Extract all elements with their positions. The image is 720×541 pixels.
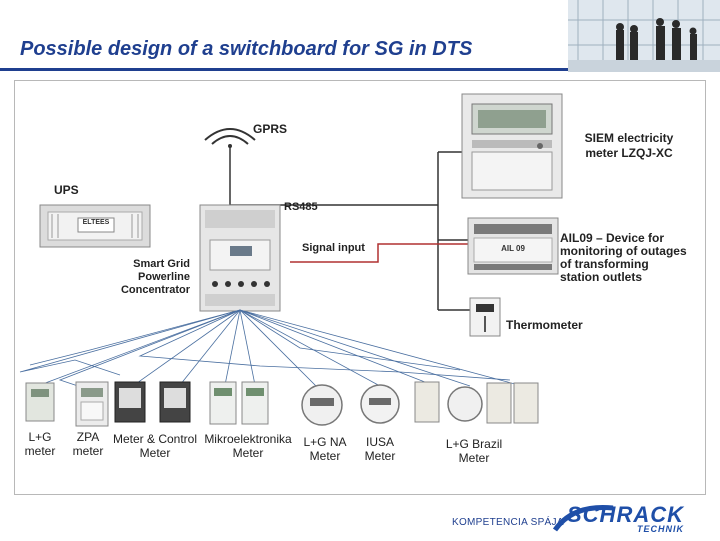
thermometer-label: Thermometer xyxy=(506,318,583,332)
schrack-logo: SCHRACK TECHNIK xyxy=(552,500,703,536)
meter-zpa xyxy=(75,381,109,427)
ups-label: UPS xyxy=(54,183,79,197)
concentrator-label: Smart Grid Powerline Concentrator xyxy=(120,258,190,296)
ail09-label: AIL09 – Device for monitoring of outages… xyxy=(560,231,687,284)
antenna-icon xyxy=(204,128,256,205)
footer-slogan: KOMPETENCIA SPÁJA xyxy=(452,517,564,528)
gprs-label: GPRS xyxy=(253,122,288,136)
meter-control xyxy=(114,381,191,423)
siem-meter-device xyxy=(461,93,563,199)
page-title: Possible design of a switchboard for SG … xyxy=(20,38,473,60)
meter-lg xyxy=(25,382,55,422)
brand-sub: TECHNIK xyxy=(637,524,684,534)
header-photo xyxy=(568,0,720,72)
meter-iusa xyxy=(360,384,400,424)
thermometer-device xyxy=(469,297,501,337)
meter-lg-na xyxy=(301,384,343,426)
ail-panel-label: AIL 09 xyxy=(501,244,525,253)
ups-panel-label: ELTEES xyxy=(82,219,110,226)
diagram-frame xyxy=(14,80,706,495)
brand-name: SCHRACK xyxy=(567,502,684,527)
rs485-label: RS485 xyxy=(284,201,318,213)
concentrator-device xyxy=(199,204,281,312)
powerline-wiring xyxy=(19,309,516,391)
signal-input-label: Signal input xyxy=(302,242,365,254)
siem-label: SIEM electricity meter LZQJ-XC xyxy=(584,131,674,160)
meter-lg-brazil xyxy=(414,381,539,424)
ail09-device xyxy=(467,217,559,275)
meter-mikroelektronika xyxy=(209,381,269,425)
ups-device xyxy=(39,204,151,248)
title-divider xyxy=(0,68,720,71)
